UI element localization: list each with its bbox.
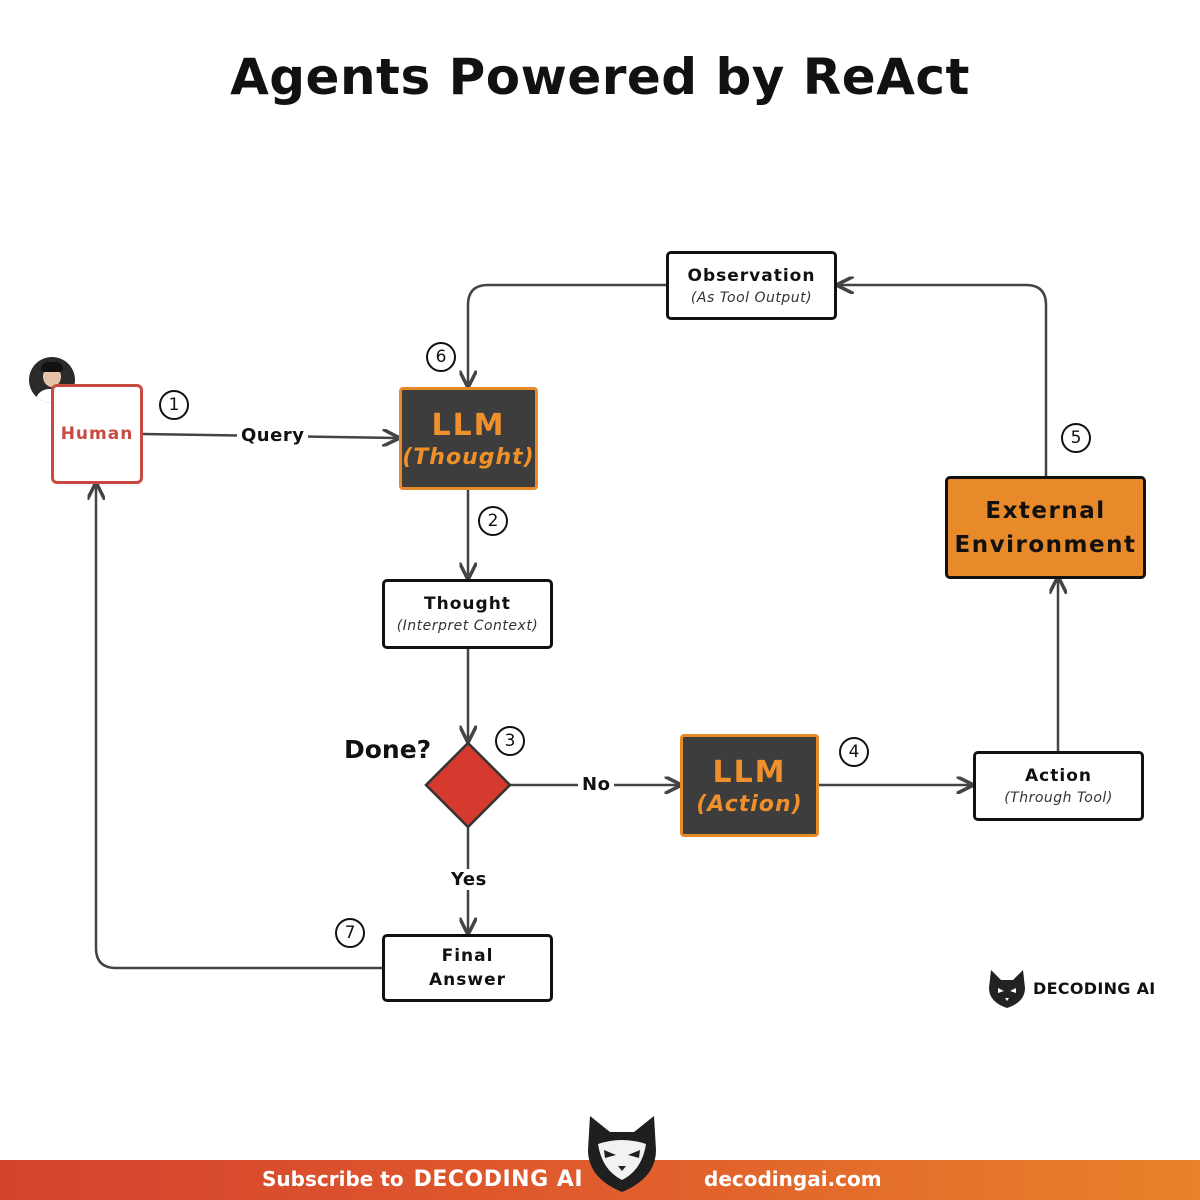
external-env-line1: External: [985, 497, 1106, 524]
edge-observation-to-llm: [468, 283, 666, 386]
page-title: Agents Powered by ReAct: [230, 48, 970, 106]
footer-url-link[interactable]: decodingai.com: [704, 1167, 882, 1191]
llm-thought-subtitle: (Thought): [402, 444, 535, 470]
action-title: Action: [1025, 766, 1092, 786]
step-number-6: 6: [426, 342, 456, 372]
step-number-5: 5: [1061, 423, 1091, 453]
cat-logo-icon: [989, 970, 1025, 1008]
action-node: Action (Through Tool): [973, 751, 1144, 821]
decision-label: Done?: [344, 735, 432, 764]
footer-cat-icon: [588, 1116, 656, 1192]
thought-subtitle: (Interpret Context): [396, 618, 539, 634]
final-answer-line2: Answer: [429, 970, 506, 990]
step-number-2: 2: [478, 506, 508, 536]
llm-thought-title: LLM: [431, 407, 506, 443]
footer-brand: DECODING AI: [413, 1167, 584, 1192]
step-number-3: 3: [495, 726, 525, 756]
decision-diamond: [424, 741, 512, 829]
edge-answer-to-human: [96, 484, 383, 970]
external-environment-node: External Environment: [945, 476, 1146, 579]
footer-subscribe-text: Subscribe to: [262, 1167, 404, 1191]
step-number-1: 1: [159, 390, 189, 420]
llm-action-node: LLM (Action): [680, 734, 819, 837]
human-node: Human: [51, 384, 143, 484]
llm-action-title: LLM: [712, 754, 787, 790]
footer-subscribe[interactable]: Subscribe to DECODING AI: [262, 1167, 583, 1192]
brand-name: DECODING AI: [1033, 978, 1156, 998]
thought-node: Thought (Interpret Context): [382, 579, 553, 649]
action-subtitle: (Through Tool): [1004, 790, 1113, 806]
observation-title: Observation: [687, 265, 816, 286]
observation-subtitle: (As Tool Output): [690, 289, 813, 306]
edge-env-to-observation: [838, 285, 1048, 476]
footer-banner: Subscribe to DECODING AI decodingai.com: [0, 1160, 1200, 1200]
thought-title: Thought: [424, 594, 511, 614]
llm-thought-node: LLM (Thought): [399, 387, 538, 490]
edge-label-yes: Yes: [447, 869, 491, 890]
edge-label-query: Query: [237, 425, 309, 446]
final-answer-node: Final Answer: [382, 934, 553, 1002]
brand-logo: DECODING AI: [985, 966, 1156, 1010]
external-env-line2: Environment: [954, 531, 1137, 558]
llm-action-subtitle: (Action): [696, 791, 803, 817]
step-number-4: 4: [839, 737, 869, 767]
edge-label-no: No: [578, 774, 615, 795]
step-number-7: 7: [335, 918, 365, 948]
observation-node: Observation (As Tool Output): [666, 251, 837, 320]
final-answer-line1: Final: [441, 946, 494, 966]
